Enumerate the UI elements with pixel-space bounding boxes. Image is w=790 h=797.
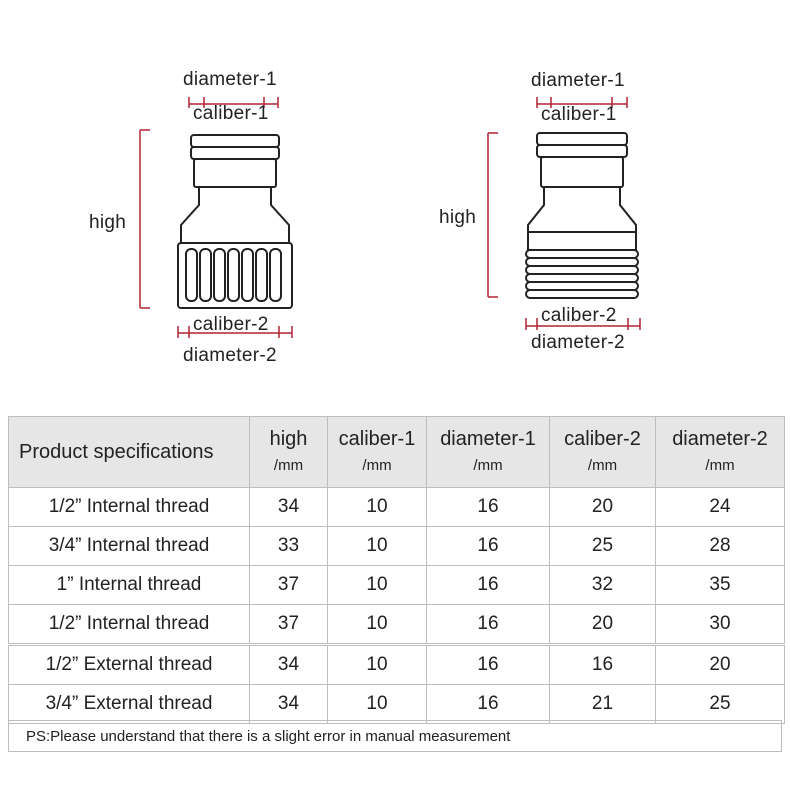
product-cell: 1/2” External thread (8, 643, 250, 685)
header-col: caliber-1/mm (327, 416, 427, 488)
table-row: 1/2” Internal thread 37 10 16 20 30 (8, 604, 785, 645)
table-row: 3/4” External thread 34 10 16 21 25 (8, 684, 785, 724)
value-cell: 37 (249, 604, 328, 645)
right-diameter-1-label: diameter-1 (531, 70, 625, 91)
header-col: diameter-2/mm (655, 416, 785, 488)
table-row: 1/2” Internal thread 34 10 16 20 24 (8, 487, 785, 527)
header-product: Product specifications (8, 416, 250, 488)
value-cell: 10 (327, 604, 427, 645)
value-cell: 16 (426, 487, 550, 527)
header-col: diameter-1/mm (426, 416, 550, 488)
value-cell: 34 (249, 643, 328, 685)
header-unit: /mm (705, 457, 735, 474)
product-cell: 3/4” Internal thread (8, 526, 250, 566)
value-cell: 10 (327, 526, 427, 566)
left-diameter-2-label: diameter-2 (183, 345, 277, 366)
fitting-diagrams: diameter-1 caliber-1 high caliber-2 diam… (89, 69, 641, 366)
left-caliber-2-label: caliber-2 (193, 314, 269, 335)
header-unit: /mm (473, 457, 503, 474)
left-caliber-1-label: caliber-1 (193, 103, 269, 124)
header-name: high (269, 428, 308, 450)
value-cell: 28 (655, 526, 785, 566)
right-caliber-2-label: caliber-2 (541, 305, 617, 326)
left-high-label: high (89, 212, 127, 233)
product-cell: 1/2” Internal thread (8, 604, 250, 645)
value-cell: 21 (549, 684, 656, 724)
right-high-label: high (439, 207, 477, 228)
table-header-row: Product specifications high/mm caliber-1… (8, 416, 785, 488)
right-fitting-drawing (525, 132, 639, 299)
value-cell: 16 (426, 526, 550, 566)
value-cell: 34 (249, 684, 328, 724)
value-cell: 20 (655, 643, 785, 685)
value-cell: 16 (426, 604, 550, 645)
header-unit: /mm (362, 457, 392, 474)
value-cell: 25 (549, 526, 656, 566)
spec-table: Product specifications high/mm caliber-1… (8, 416, 785, 724)
header-name: diameter-1 (440, 428, 536, 450)
value-cell: 16 (549, 643, 656, 685)
fitting-drawings (139, 97, 641, 338)
product-cell: 3/4” External thread (8, 684, 250, 724)
product-cell: 1” Internal thread (8, 565, 250, 605)
left-diameter-1-label: diameter-1 (183, 69, 277, 90)
header-col: caliber-2/mm (549, 416, 656, 488)
header-col: high/mm (249, 416, 328, 488)
product-cell: 1/2” Internal thread (8, 487, 250, 527)
value-cell: 10 (327, 565, 427, 605)
value-cell: 24 (655, 487, 785, 527)
value-cell: 33 (249, 526, 328, 566)
value-cell: 32 (549, 565, 656, 605)
right-diameter-2-label: diameter-2 (531, 332, 625, 353)
table-row: 3/4” Internal thread 33 10 16 25 28 (8, 526, 785, 566)
value-cell: 10 (327, 643, 427, 685)
header-name: caliber-2 (564, 428, 641, 450)
header-unit: /mm (587, 457, 618, 474)
right-dimension-lines (487, 97, 641, 330)
header-name: diameter-2 (672, 428, 768, 450)
value-cell: 10 (327, 684, 427, 724)
value-cell: 16 (426, 684, 550, 724)
value-cell: 25 (655, 684, 785, 724)
measurement-note: PS:Please understand that there is a sli… (8, 720, 782, 752)
right-caliber-1-label: caliber-1 (541, 104, 617, 125)
value-cell: 16 (426, 643, 550, 685)
table-row: 1” Internal thread 37 10 16 32 35 (8, 565, 785, 605)
value-cell: 35 (655, 565, 785, 605)
value-cell: 20 (549, 604, 656, 645)
value-cell: 20 (549, 487, 656, 527)
left-dimension-lines (139, 97, 293, 338)
header-name: caliber-1 (338, 428, 416, 450)
table-row: 1/2” External thread 34 10 16 16 20 (8, 643, 785, 685)
value-cell: 10 (327, 487, 427, 527)
left-fitting-drawing (177, 134, 293, 309)
value-cell: 30 (655, 604, 785, 645)
value-cell: 37 (249, 565, 328, 605)
header-unit: /mm (273, 457, 304, 474)
value-cell: 16 (426, 565, 550, 605)
value-cell: 34 (249, 487, 328, 527)
